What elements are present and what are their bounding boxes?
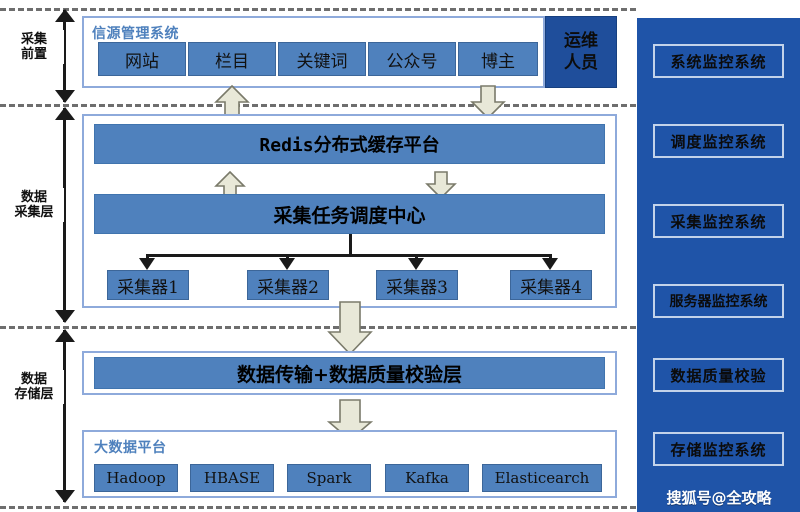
span-shaft: [63, 330, 66, 502]
redis-cache-bar[interactable]: Redis分布式缓存平台: [94, 124, 605, 164]
transfer-quality-bar[interactable]: 数据传输+数据质量校验层: [94, 357, 605, 389]
tree-stem: [349, 234, 352, 256]
collector-1[interactable]: 采集器1: [107, 270, 189, 300]
arrow-down-icon: [55, 490, 75, 503]
bigdata-panel-title: 大数据平台: [94, 440, 167, 456]
tree-arrowhead-4-icon: [542, 258, 558, 270]
bigdata-item-spark[interactable]: Spark: [287, 464, 371, 492]
tree-arrowhead-1-icon: [139, 258, 155, 270]
bigdata-item-hbase[interactable]: HBASE: [190, 464, 274, 492]
separator-top: [0, 8, 636, 11]
layer-label-pre-collection: 采集 前置: [4, 30, 64, 64]
tree-arrowhead-2-icon: [279, 258, 295, 270]
ops-line2: 人员: [564, 53, 598, 73]
collector-4[interactable]: 采集器4: [510, 270, 592, 300]
ops-line1: 运维: [564, 31, 598, 51]
layer-label-data-storage: 数据 存储层: [4, 370, 64, 404]
arrow-down-icon: [55, 310, 75, 323]
arrow-up-icon: [55, 107, 75, 120]
layer-label-line1: 数据: [20, 190, 47, 205]
arrow-up-icon: [55, 9, 75, 22]
monitor-item-system[interactable]: 系统监控系统: [653, 44, 784, 78]
tree-rail: [147, 254, 552, 257]
arrow-collection-to-transfer-icon: [327, 300, 373, 356]
source-item-official-account[interactable]: 公众号: [368, 42, 456, 76]
span-shaft: [63, 10, 66, 102]
collector-3[interactable]: 采集器3: [376, 270, 458, 300]
separator-collection-storage: [0, 326, 636, 329]
scheduler-bar[interactable]: 采集任务调度中心: [94, 194, 605, 234]
source-item-keyword[interactable]: 关键词: [278, 42, 366, 76]
watermark: 搜狐号@全攻略: [666, 488, 772, 507]
bigdata-item-hadoop[interactable]: Hadoop: [94, 464, 178, 492]
layer-label-line2: 存储层: [14, 387, 54, 402]
span-pre-collection: [44, 9, 75, 103]
monitor-item-collection[interactable]: 采集监控系统: [653, 204, 784, 238]
span-data-collection: [44, 107, 75, 323]
monitor-item-server[interactable]: 服务器监控系统: [653, 284, 784, 318]
monitor-item-scheduling[interactable]: 调度监控系统: [653, 124, 784, 158]
source-panel-title: 信源管理系统: [92, 26, 179, 42]
tree-arrowhead-3-icon: [408, 258, 424, 270]
arrow-source-to-cache-down-icon: [470, 84, 506, 120]
source-item-blogger[interactable]: 博主: [458, 42, 538, 76]
collector-2[interactable]: 采集器2: [247, 270, 329, 300]
source-item-column[interactable]: 栏目: [188, 42, 276, 76]
span-data-storage: [44, 329, 75, 503]
bigdata-item-kafka[interactable]: Kafka: [385, 464, 469, 492]
layer-label-data-collection: 数据 采集层: [4, 188, 64, 222]
arrow-down-icon: [55, 90, 75, 103]
source-item-website[interactable]: 网站: [98, 42, 186, 76]
span-shaft: [63, 108, 66, 322]
monitoring-rail: 系统监控系统 调度监控系统 采集监控系统 服务器监控系统 数据质量校验 存储监控…: [637, 18, 800, 512]
layer-label-line1: 采集: [20, 32, 47, 47]
arrow-cache-to-scheduler-down-icon: [425, 170, 457, 200]
monitor-item-data-quality[interactable]: 数据质量校验: [653, 358, 784, 392]
layer-label-line1: 数据: [20, 372, 47, 387]
arrow-up-icon: [55, 329, 75, 342]
ops-personnel-box[interactable]: 运维 人员: [545, 16, 617, 88]
monitor-item-storage[interactable]: 存储监控系统: [653, 432, 784, 466]
layer-label-line2: 前置: [20, 47, 47, 62]
separator-bottom: [0, 506, 636, 509]
separator-pre-collection: [0, 104, 636, 107]
layer-label-line2: 采集层: [14, 205, 54, 220]
bigdata-item-elasticsearch[interactable]: Elasticearch: [482, 464, 602, 492]
